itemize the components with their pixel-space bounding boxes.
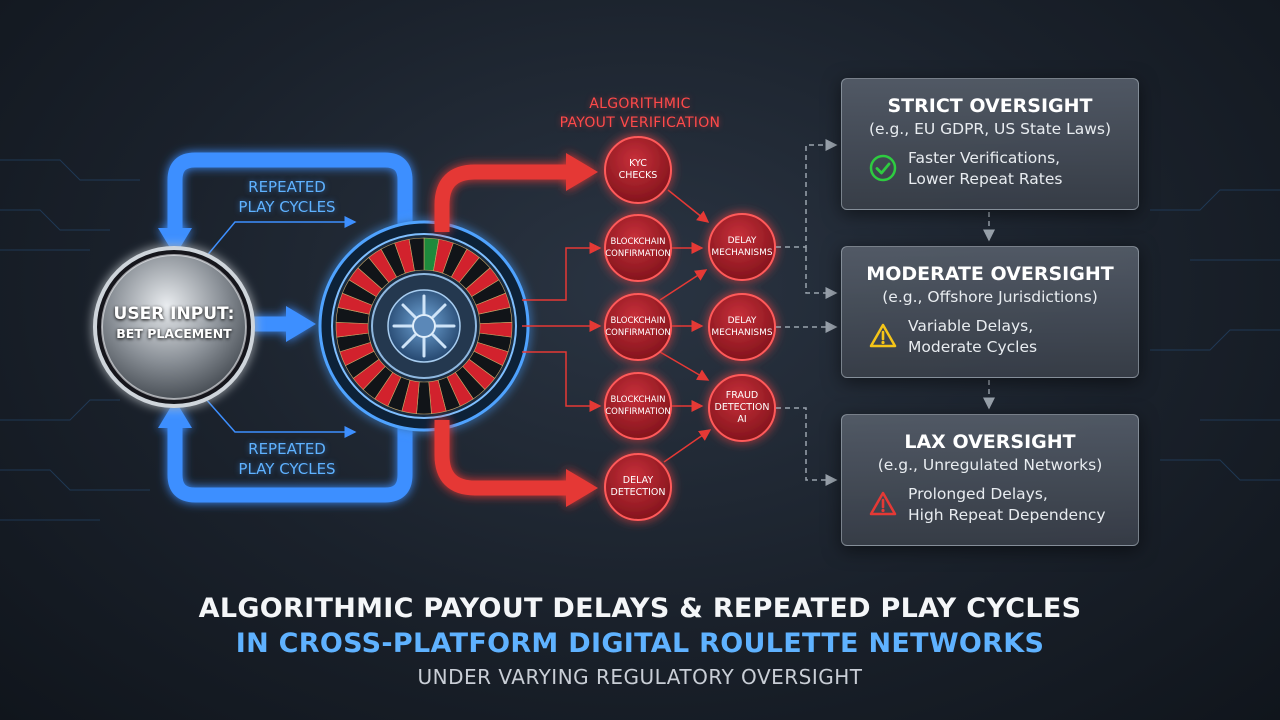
node-blockchain-2: BLOCKCHAIN CONFIRMATION [599,294,677,360]
hub-line-1: USER INPUT: [113,304,235,324]
node-kyc-line-2: CHECKS [618,170,658,181]
panel-line-2: Lower Repeat Rates [908,170,1063,188]
node-delay-mechanisms-2: DELAY MECHANISMS [705,294,779,360]
verification-title-line-2: PAYOUT VERIFICATION [559,115,721,131]
bottom-loop-label-line-2: PLAY CYCLES [238,460,336,478]
node-kyc-line-1: KYC [629,158,647,169]
hub-label: USER INPUT: BET PLACEMENT [96,303,252,343]
panel-line-2: High Repeat Dependency [908,506,1106,524]
roulette-wheel [318,220,530,432]
red-bottom-arrow [434,420,570,496]
circuit-background [0,159,1280,521]
panel-moderate-oversight: MODERATE OVERSIGHT (e.g., Offshore Juris… [841,246,1139,378]
top-loop-label: REPEATED PLAY CYCLES [212,177,362,217]
top-loop-label-line-2: PLAY CYCLES [238,198,336,216]
bottom-loop-label-line-1: REPEATED [248,440,326,458]
warning-triangle-icon [869,323,897,348]
top-loop-label-line-1: REPEATED [248,178,326,196]
input-arrowhead [286,306,316,342]
wheel-pocket [408,237,425,272]
node-fraud-line-2: DETECTION [714,402,770,413]
panel-lax-oversight: LAX OVERSIGHT (e.g., Unregulated Network… [841,414,1139,546]
node-delay-mech-2-line-2: MECHANISMS [711,328,773,338]
node-blockchain-3: BLOCKCHAIN CONFIRMATION [599,373,677,439]
bottom-loop-arrow [167,415,413,503]
panel-line-2: Moderate Cycles [908,338,1038,356]
panel-title: STRICT OVERSIGHT [887,95,1093,117]
main-title-line-2: IN CROSS-PLATFORM DIGITAL ROULETTE NETWO… [235,628,1045,659]
node-blockchain-2-line-1: BLOCKCHAIN [610,316,666,326]
user-input-hub [93,246,255,408]
bottom-loop-arrowhead [158,400,192,428]
top-loop-arrowhead [158,228,192,256]
panel-strict-oversight: STRICT OVERSIGHT (e.g., EU GDPR, US Stat… [841,78,1139,210]
panel-subtitle: (e.g., Offshore Jurisdictions) [882,288,1098,306]
node-blockchain-1: BLOCKCHAIN CONFIRMATION [599,215,677,281]
main-title-line-1: ALGORITHMIC PAYOUT DELAYS & REPEATED PLA… [198,593,1082,624]
panel-line-1: Variable Delays, [908,317,1034,335]
node-blockchain-3-line-1: BLOCKCHAIN [610,395,666,405]
dashed-connectors [776,139,995,486]
panel-title: MODERATE OVERSIGHT [866,263,1114,285]
top-loop-arrow [167,152,413,232]
node-delay-detection-line-1: DELAY [622,475,654,486]
node-blockchain-1-line-2: CONFIRMATION [605,249,671,259]
node-fraud-line-3: AI [737,414,747,425]
hub-line-2: BET PLACEMENT [116,326,232,341]
node-delay-mechanisms-1: DELAY MECHANISMS [705,214,779,280]
node-delay-detection-line-2: DETECTION [610,487,666,498]
alert-triangle-icon [869,491,897,516]
red-main-arrows [434,153,598,507]
red-bottom-arrowhead [566,469,598,507]
panel-line-1: Prolonged Delays, [908,485,1048,503]
panel-title: LAX OVERSIGHT [904,431,1076,453]
node-blockchain-3-line-2: CONFIRMATION [605,407,671,417]
node-delay-mech-2-line-1: DELAY [727,316,757,326]
node-fraud-line-1: FRAUD [725,390,759,401]
bottom-loop-label: REPEATED PLAY CYCLES [212,439,362,479]
panel-subtitle: (e.g., Unregulated Networks) [877,456,1103,474]
panel-line-1: Faster Verifications, [908,149,1061,167]
check-circle-icon [869,154,897,182]
node-delay-mech-1-line-1: DELAY [727,236,757,246]
red-top-arrowhead [566,153,598,191]
main-subtitle: UNDER VARYING REGULATORY OVERSIGHT [417,665,863,689]
repeat-loop-arrows [158,152,413,503]
verification-title-line-1: ALGORITHMIC [589,96,691,112]
small-blue-arrows [204,216,357,438]
verification-title: ALGORITHMIC PAYOUT VERIFICATION [520,95,760,133]
node-blockchain-2-line-2: CONFIRMATION [605,328,671,338]
red-top-arrow [434,164,570,232]
node-delay-mech-1-line-2: MECHANISMS [711,248,773,258]
verification-nodes [604,136,776,521]
red-branch-arrows [522,189,712,463]
node-blockchain-1-line-1: BLOCKCHAIN [610,237,666,247]
panel-subtitle: (e.g., EU GDPR, US State Laws) [868,120,1112,138]
